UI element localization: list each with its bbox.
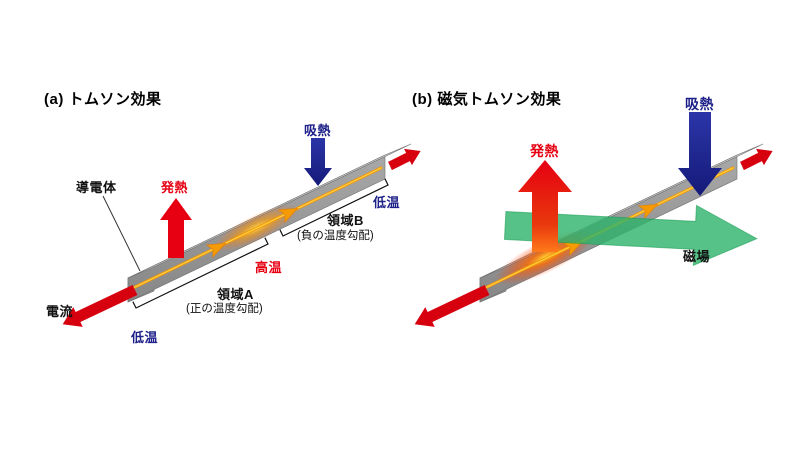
region-a-bracket <box>132 237 269 309</box>
charge-flow-line-core <box>132 167 382 289</box>
region-a-sublabel: (正の温度勾配) <box>186 303 263 315</box>
region-b-sublabel: (負の温度勾配) <box>297 230 374 242</box>
heat-absorption-label: 吸熱 <box>685 96 714 112</box>
panel-b-title: (b) 磁気トムソン効果 <box>412 91 562 108</box>
heat-absorption-arrow <box>678 112 722 196</box>
current-arrow-left <box>62 285 138 327</box>
current-arrow-right <box>388 148 421 171</box>
region-b-bracket <box>279 178 389 237</box>
panel-b-drawing <box>414 112 773 327</box>
heat-absorption-label: 吸熱 <box>304 123 332 138</box>
region-b-label: 領域B <box>327 213 364 228</box>
conductor-label: 導電体 <box>76 180 117 195</box>
heat-release-arrow <box>518 160 572 252</box>
heat-release-arrow <box>160 198 192 258</box>
charge-flow-chevron-icon <box>277 207 299 224</box>
heat-release-label: 発熱 <box>530 143 559 159</box>
high-temp-label: 高温 <box>255 260 283 275</box>
charge-flow-chevron-icon <box>205 242 227 259</box>
region-a-label: 領域A <box>217 287 254 302</box>
current-arrow-left <box>414 285 490 327</box>
panel-a-drawing <box>62 138 421 327</box>
heat-release-label: 発熱 <box>161 180 189 195</box>
low-temp-right-label: 低温 <box>373 195 401 210</box>
conductor-leader-line <box>102 195 141 272</box>
current-arrow-right <box>740 148 773 171</box>
magnetic-field-label: 磁場 <box>683 249 711 264</box>
panel-a-title: (a) トムソン効果 <box>44 91 162 108</box>
current-label: 電流 <box>46 304 74 319</box>
low-temp-left-label: 低温 <box>131 330 159 345</box>
heat-absorption-arrow <box>304 138 332 186</box>
